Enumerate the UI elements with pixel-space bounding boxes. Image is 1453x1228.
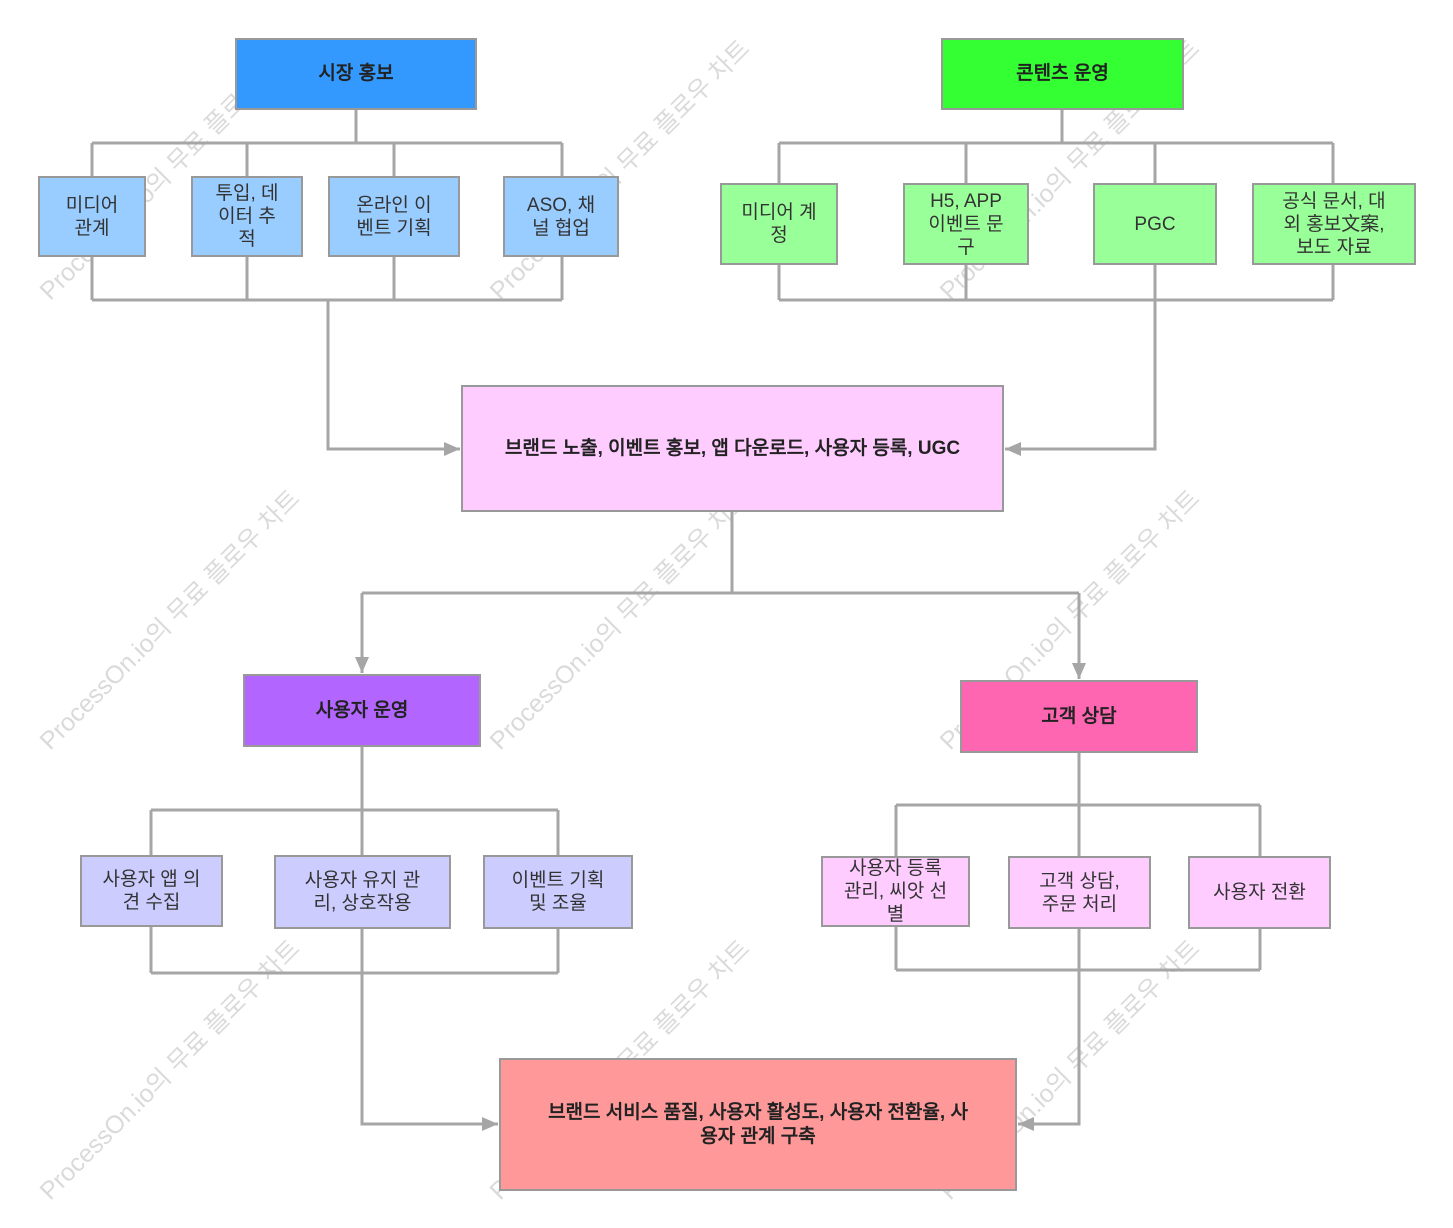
node-label: 시장 홍보 (318, 63, 394, 84)
node-label: 미디어 관계 (65, 194, 119, 239)
user-ops-bottom-connector (149, 927, 560, 975)
outcome-node-brand-service-quality: 브랜드 서비스 품질, 사용자 활성도, 사용자 전환율, 사 용자 관계 구축 (499, 1058, 1017, 1191)
user-operations-header: 사용자 운영 (243, 674, 481, 747)
node-label: 사용자 등록 관리, 씨앗 선 별 (843, 858, 948, 925)
node-label: 미디어 계 정 (741, 202, 817, 246)
node-label: 고객 상담, 주문 처리 (1039, 870, 1120, 915)
content-to-hub-arrow (1005, 300, 1157, 456)
node-label: 콘텐츠 운영 (1016, 63, 1109, 84)
customer-service-to-outcome-arrow (1018, 970, 1081, 1131)
market-item-media-relations: 미디어 관계 (38, 176, 146, 257)
customer-service-header: 고객 상담 (960, 680, 1198, 753)
service-item-user-conversion: 사용자 전환 (1188, 856, 1331, 929)
customer-service-top-connector (894, 753, 1262, 856)
node-label: 사용자 유지 관 리, 상호작용 (304, 870, 421, 914)
service-item-registration-seed-screening: 사용자 등록 관리, 씨앗 선 별 (821, 856, 970, 927)
market-bottom-connector (90, 257, 564, 302)
user-item-event-coordination: 이벤트 기획 및 조율 (483, 855, 633, 929)
node-label: H5, APP 이벤트 문 구 (928, 190, 1004, 258)
user-ops-to-outcome-arrow (360, 973, 498, 1131)
user-ops-top-connector (149, 747, 560, 855)
node-label: 브랜드 서비스 품질, 사용자 활성도, 사용자 전환율, 사 용자 관계 구축 (548, 1101, 968, 1147)
hub-split-connector (362, 512, 1079, 595)
market-to-hub-arrow (326, 300, 460, 456)
customer-service-bottom-connector (894, 927, 1262, 972)
user-item-feedback-collection: 사용자 앱 의 견 수집 (80, 855, 223, 927)
content-item-h5-app-event-copy: H5, APP 이벤트 문 구 (903, 183, 1029, 265)
node-label: 공식 문서, 대 외 홍보文案, 보도 자료 (1282, 190, 1386, 258)
market-top-connector (90, 110, 564, 176)
content-item-pgc: PGC (1093, 183, 1217, 265)
service-item-consultation-order-processing: 고객 상담, 주문 처리 (1008, 856, 1151, 929)
content-item-media-accounts: 미디어 계 정 (720, 183, 838, 265)
market-promotion-header: 시장 홍보 (235, 38, 477, 110)
market-item-online-event-planning: 온라인 이 벤트 기획 (328, 176, 460, 257)
node-label: 사용자 전환 (1213, 882, 1306, 903)
content-operations-header: 콘텐츠 운영 (941, 38, 1184, 110)
market-item-investment-data-tracking: 투입, 데 이터 추 적 (191, 176, 303, 257)
node-label: 이벤트 기획 및 조율 (511, 870, 605, 914)
node-label: ASO, 채 널 협업 (526, 194, 596, 239)
node-label: 고객 상담 (1041, 705, 1117, 727)
content-item-official-docs-pr-press: 공식 문서, 대 외 홍보文案, 보도 자료 (1252, 183, 1416, 265)
node-label: 사용자 앱 의 견 수집 (102, 869, 201, 913)
node-label: 투입, 데 이터 추 적 (215, 183, 279, 250)
user-item-retention-interaction: 사용자 유지 관 리, 상호작용 (274, 855, 451, 929)
content-top-connector (777, 110, 1335, 183)
node-label: 브랜드 노출, 이벤트 홍보, 앱 다운로드, 사용자 등록, UGC (504, 437, 961, 459)
node-label: PGC (1134, 213, 1176, 235)
hub-node-brand-exposure: 브랜드 노출, 이벤트 홍보, 앱 다운로드, 사용자 등록, UGC (461, 385, 1004, 512)
node-label: 사용자 운영 (315, 699, 409, 721)
content-bottom-connector (777, 265, 1335, 302)
node-label: 온라인 이 벤트 기획 (356, 194, 432, 239)
market-item-aso-channel-partnership: ASO, 채 널 협업 (503, 176, 619, 257)
